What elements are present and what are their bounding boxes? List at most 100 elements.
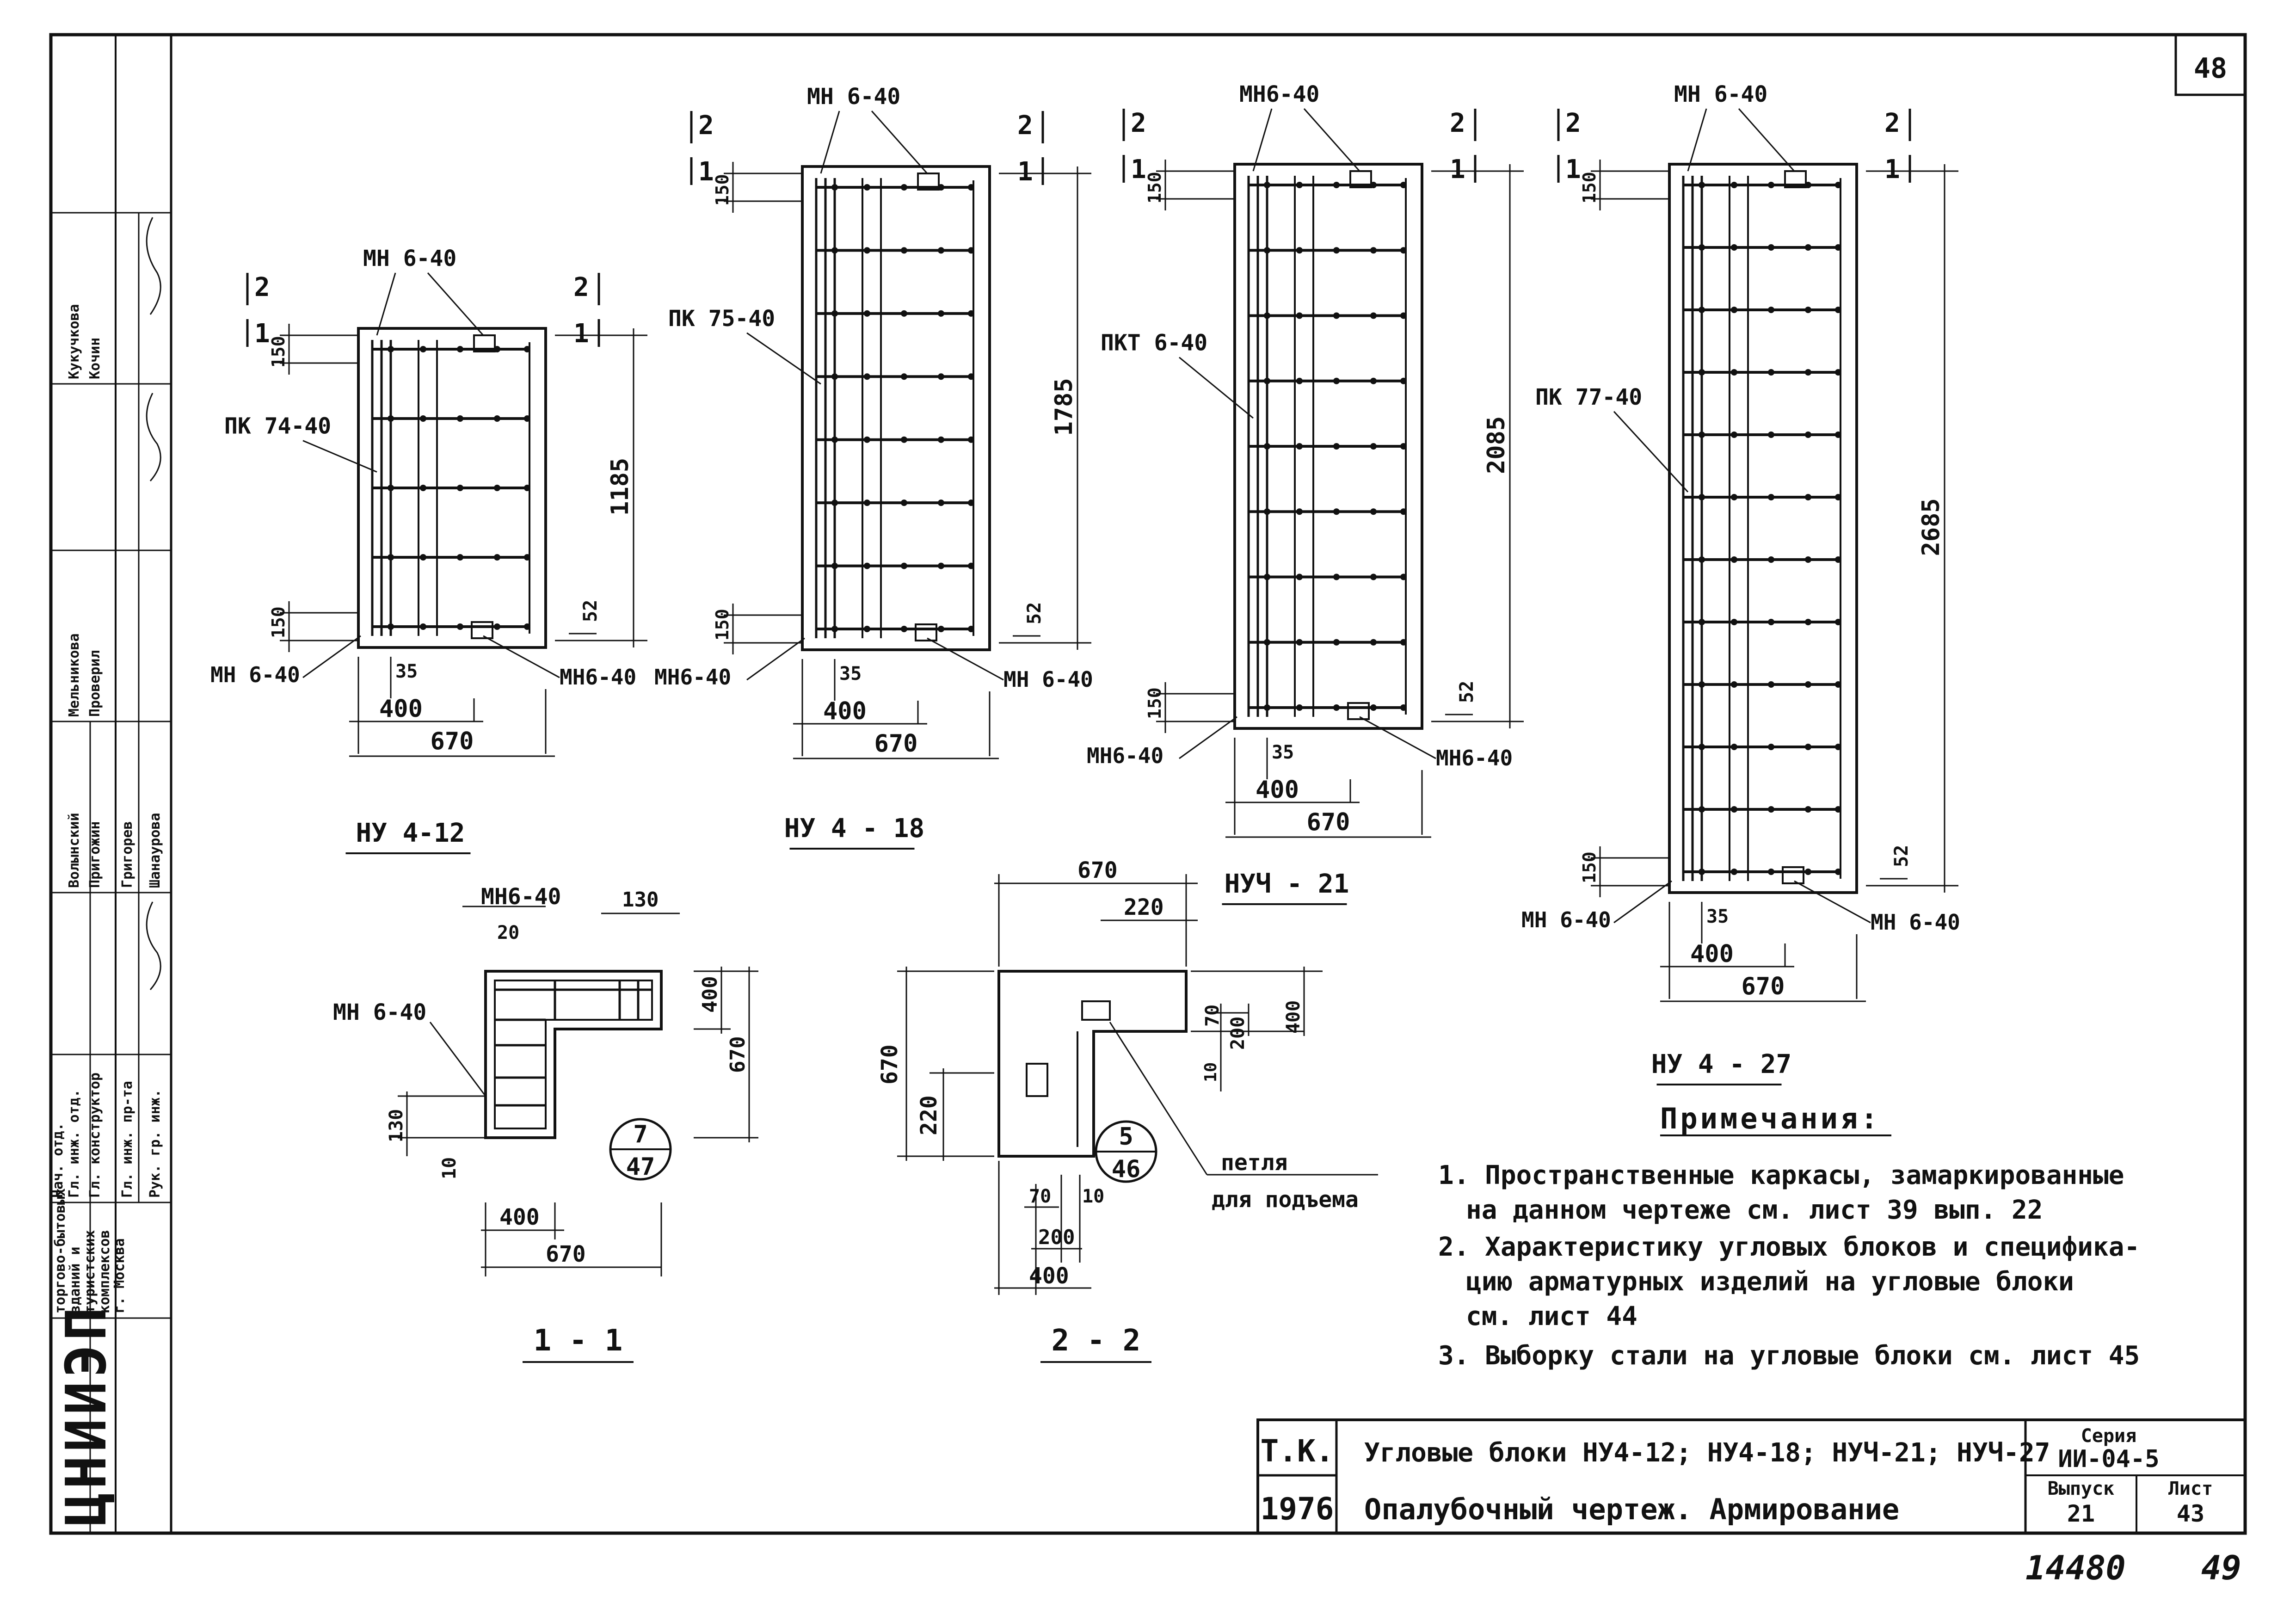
bar-dot bbox=[1333, 182, 1340, 188]
note-line: 3. Выборку стали на угловые блоки см. ли… bbox=[1438, 1341, 2140, 1371]
section-mark: 1 bbox=[698, 157, 714, 187]
dim-label: 200 bbox=[1227, 1017, 1249, 1050]
bar-dot bbox=[1731, 369, 1737, 376]
bar-dot bbox=[1264, 312, 1270, 319]
loop-label: МН 6-40 bbox=[333, 999, 426, 1025]
bar-dot bbox=[1805, 806, 1811, 813]
bar-dot bbox=[1699, 307, 1705, 313]
dim-label: 150 bbox=[712, 174, 733, 206]
bar-dot bbox=[1768, 244, 1774, 251]
bar-dot bbox=[1768, 494, 1774, 500]
loop-label: МН 6-40 bbox=[807, 84, 900, 110]
bar-dot bbox=[1768, 806, 1774, 813]
stamp-org: ЦНИИЭП bbox=[55, 1304, 119, 1526]
bar-dot bbox=[1805, 744, 1811, 750]
bar-dot bbox=[831, 626, 838, 632]
bar-dot bbox=[1835, 681, 1841, 688]
issue-value: 21 bbox=[2067, 1500, 2095, 1527]
bar-dot bbox=[831, 373, 838, 380]
bar-dot bbox=[1296, 377, 1303, 384]
section-1-1: МН6-40 130 20 МН 6-40 400 670 130 10 400… bbox=[333, 884, 758, 1363]
bar-dot bbox=[1731, 182, 1737, 188]
dim-label: 400 bbox=[1256, 776, 1299, 804]
dim-label: 400 bbox=[698, 976, 722, 1013]
loop-symbol bbox=[915, 623, 937, 641]
section-mark: 2 bbox=[698, 111, 714, 141]
drawing-line bbox=[746, 637, 805, 681]
bar-dot bbox=[1835, 744, 1841, 750]
bar-dot bbox=[831, 562, 838, 569]
drawing-line bbox=[1794, 880, 1871, 924]
loop-label: МН 6-40 bbox=[1674, 81, 1767, 107]
height-dim: 2685 bbox=[1917, 498, 1945, 556]
block-name: НУ 4-12 bbox=[356, 818, 465, 848]
bar-dot bbox=[1370, 377, 1377, 384]
bar-dot bbox=[1835, 182, 1841, 188]
bar-dot bbox=[1835, 619, 1841, 625]
bar-dot bbox=[938, 626, 944, 632]
loop-symbol bbox=[1784, 170, 1807, 188]
loop-symbol bbox=[471, 621, 493, 639]
bar-dot bbox=[1370, 443, 1377, 450]
bar-dot bbox=[1731, 806, 1737, 813]
drawing-line bbox=[746, 332, 821, 385]
loop-callout: для подъема bbox=[1212, 1187, 1359, 1213]
page-number: 49 bbox=[2201, 1548, 2241, 1587]
bar-dot bbox=[420, 485, 426, 491]
section-mark: 1 bbox=[1565, 154, 1581, 185]
block-outline bbox=[1668, 163, 1858, 894]
bar-dot bbox=[457, 485, 463, 491]
note-line: 1. Пространственные каркасы, замаркирова… bbox=[1438, 1160, 2124, 1190]
bar-dot bbox=[1731, 619, 1737, 625]
bar-dot bbox=[901, 184, 907, 191]
dim-label: 10 bbox=[439, 1157, 460, 1179]
stamp-org-line: торгово-бытовых bbox=[52, 1188, 68, 1313]
section-outline bbox=[997, 970, 1188, 1158]
bar-dot bbox=[968, 373, 974, 380]
height-dim: 1785 bbox=[1050, 378, 1078, 436]
section-mark: 1 bbox=[573, 319, 589, 349]
bar-dot bbox=[968, 562, 974, 569]
bar-dot bbox=[1400, 182, 1407, 188]
dim-label: 400 bbox=[379, 695, 423, 723]
bar-dot bbox=[1731, 494, 1737, 500]
dim-label: 70 bbox=[1202, 1005, 1223, 1027]
bar-dot bbox=[494, 415, 500, 422]
bar-dot bbox=[968, 499, 974, 506]
note-line: 2. Характеристику угловых блоков и специ… bbox=[1438, 1232, 2140, 1262]
bar-dot bbox=[388, 346, 394, 352]
bar-dot bbox=[864, 247, 870, 254]
stamp-org-line: зданий и bbox=[67, 1247, 83, 1314]
dim-label: 670 bbox=[874, 730, 918, 758]
bar-dot bbox=[1731, 744, 1737, 750]
dim-label: 400 bbox=[823, 697, 867, 725]
left-stamp: ЦНИИЭП торгово-бытовых зданий и туристск… bbox=[50, 35, 171, 1533]
bar-dot bbox=[901, 499, 907, 506]
bar-dot bbox=[1400, 377, 1407, 384]
dim-label: 670 bbox=[726, 1036, 750, 1073]
bar-dot bbox=[831, 436, 838, 443]
dim-label: 150 bbox=[1145, 687, 1165, 719]
bar-dot bbox=[1370, 639, 1377, 646]
bar-dot bbox=[1296, 573, 1303, 580]
drawing-line bbox=[1738, 108, 1795, 172]
bar-dot bbox=[1768, 182, 1774, 188]
bar-dot bbox=[524, 623, 530, 630]
loop-symbol bbox=[473, 334, 496, 352]
bar-dot bbox=[1699, 244, 1705, 251]
bar-dot bbox=[1370, 247, 1377, 254]
drawing-line bbox=[1613, 411, 1689, 493]
bar-dot bbox=[1264, 443, 1270, 450]
bar-dot bbox=[420, 346, 426, 352]
block-name: НУ 4 - 27 bbox=[1651, 1049, 1791, 1079]
bar-dot bbox=[1296, 443, 1303, 450]
bar-dot bbox=[901, 562, 907, 569]
loop-label: МН6-40 bbox=[654, 665, 731, 690]
bar-dot bbox=[1400, 639, 1407, 646]
series-value: ИИ-04-5 bbox=[2058, 1445, 2159, 1473]
dim-label: 52 bbox=[580, 600, 601, 622]
bar-dot bbox=[1699, 431, 1705, 438]
drawing-line bbox=[871, 111, 928, 174]
loop-label: МН 6-40 bbox=[1871, 910, 1960, 935]
